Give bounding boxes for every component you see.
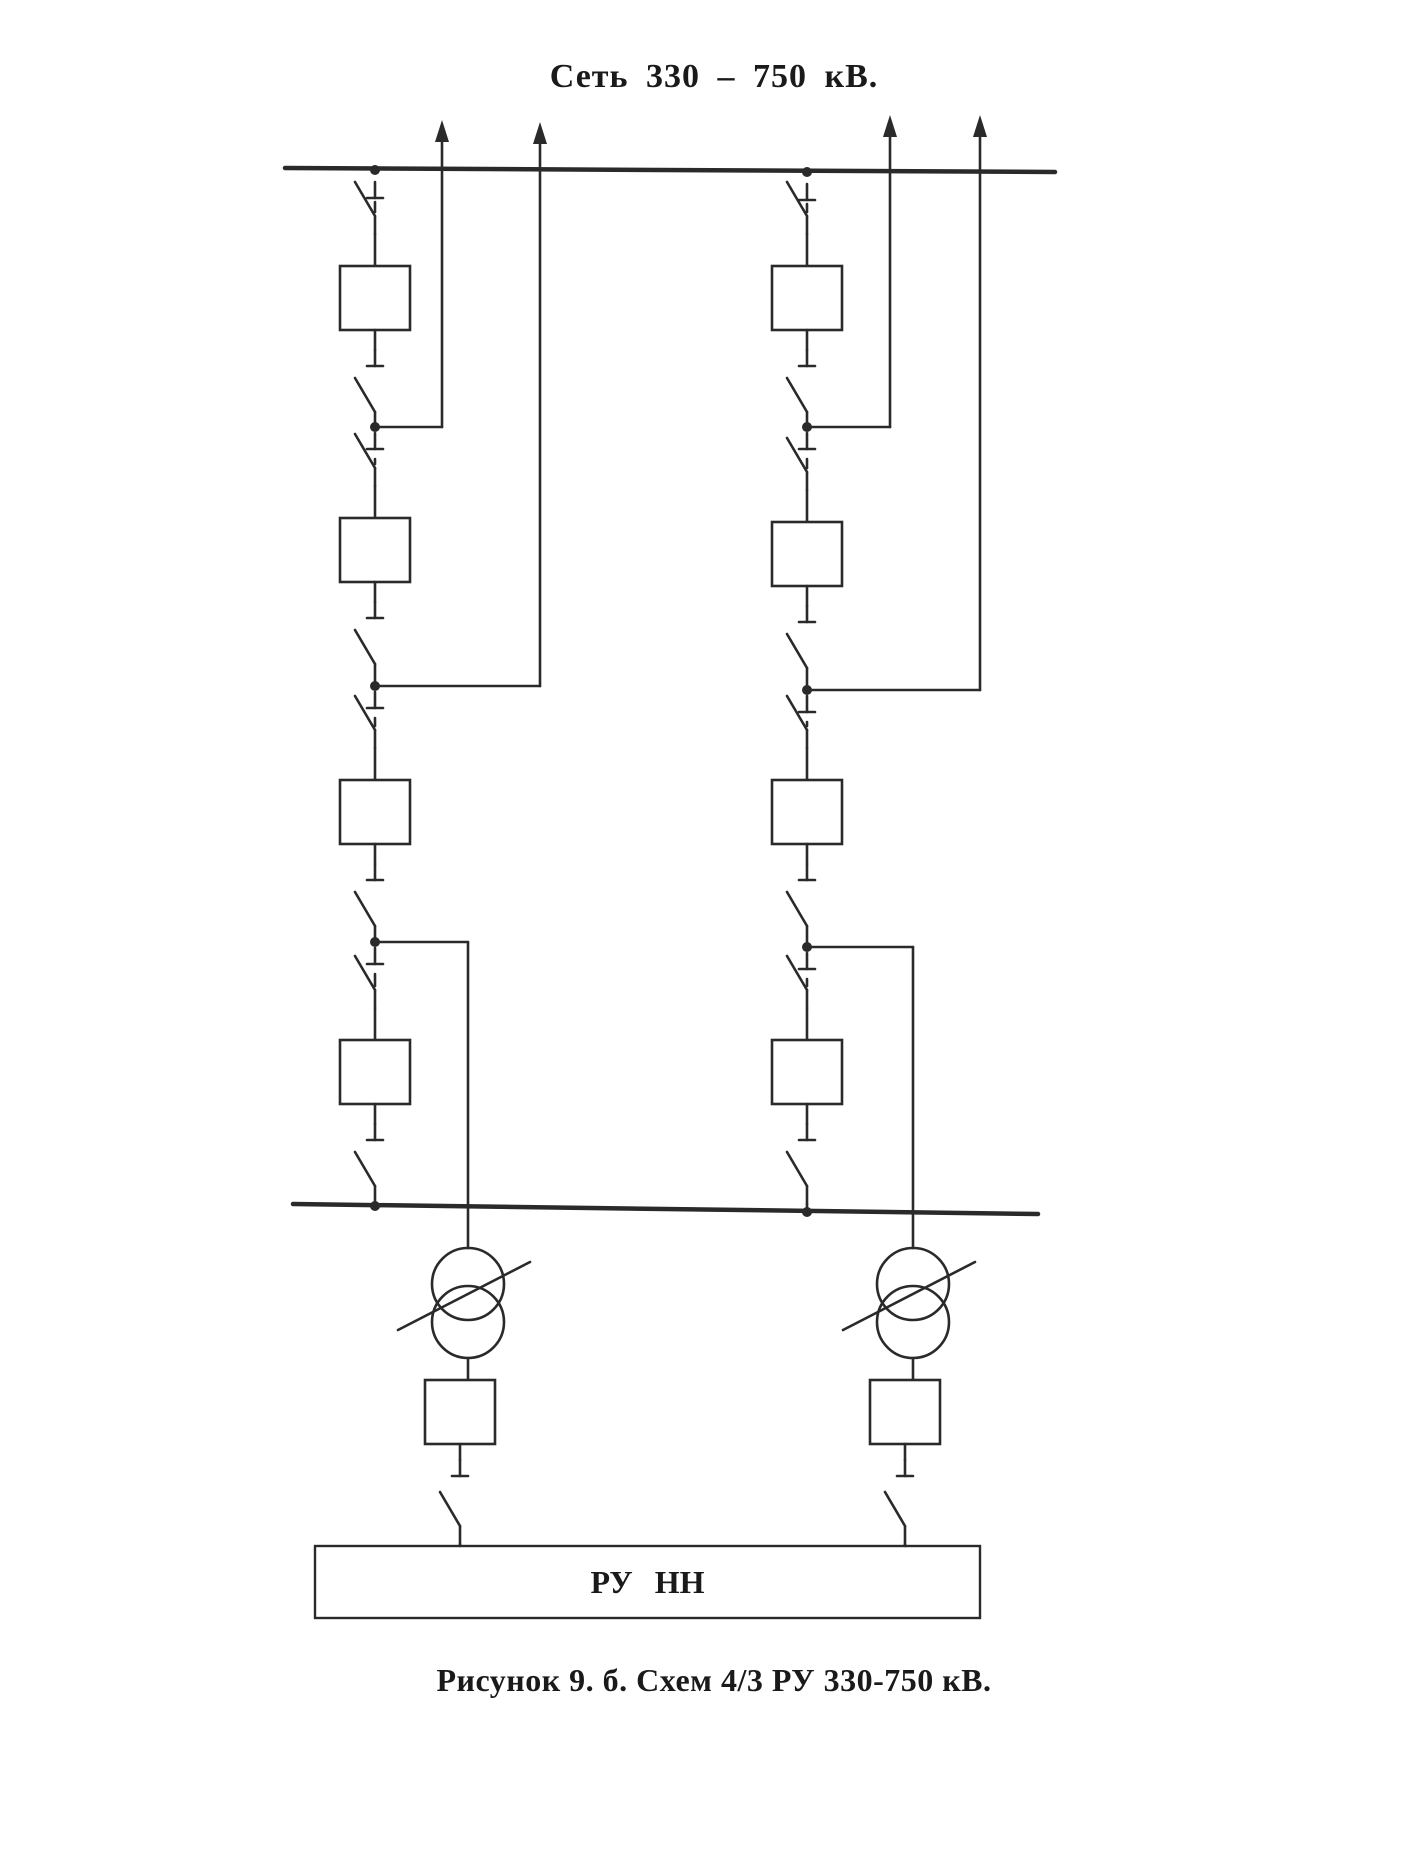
lower-busbar bbox=[290, 1201, 1041, 1217]
left-disconnector-0-lower-blade bbox=[353, 376, 377, 414]
right-tap-changer-slash bbox=[841, 1260, 977, 1332]
left-disconnector-1-upper-blade bbox=[353, 432, 377, 470]
right-disconnector-3-upper-blade bbox=[785, 954, 809, 992]
right-disconnector-1-lower-blade bbox=[785, 632, 809, 670]
right-disconnector-3-lower-blade bbox=[785, 1150, 809, 1188]
left-line-arrow-0 bbox=[435, 120, 449, 142]
right-upper-bus-junction bbox=[802, 167, 812, 177]
left-transformer-winding-hv bbox=[430, 1246, 506, 1322]
generated-elements bbox=[338, 115, 987, 1548]
upper-busbar bbox=[282, 165, 1058, 175]
right-transformer-winding-hv bbox=[875, 1246, 951, 1322]
right-line-arrow-0 bbox=[883, 115, 897, 137]
left-disconnector-3-lower-blade bbox=[353, 1150, 377, 1188]
left-lv-disconnector-blade bbox=[438, 1490, 462, 1528]
network-title: Сеть 330 – 750 кВ. bbox=[549, 58, 879, 95]
right-lower-bus-junction bbox=[802, 1207, 812, 1217]
left-tap-changer-slash bbox=[396, 1260, 532, 1332]
right-lv-breaker bbox=[868, 1378, 942, 1446]
left-disconnector-2-upper-blade bbox=[353, 694, 377, 732]
right-transformer-winding-lv bbox=[875, 1284, 951, 1360]
right-disconnector-2-upper-blade bbox=[785, 694, 809, 732]
left-upper-bus-junction bbox=[370, 165, 380, 175]
left-disconnector-2-lower-blade bbox=[353, 890, 377, 928]
left-line-arrow-1 bbox=[533, 122, 547, 144]
left-lower-bus-junction bbox=[370, 1201, 380, 1211]
right-lv-disconnector-blade bbox=[883, 1490, 907, 1528]
lv-switchgear-label: РУ НН bbox=[590, 1563, 705, 1600]
right-disconnector-2-lower-blade bbox=[785, 890, 809, 928]
right-breaker-0 bbox=[770, 264, 844, 332]
left-disconnector-0-upper-blade bbox=[353, 180, 377, 218]
right-disconnector-0-upper-blade bbox=[785, 180, 809, 218]
left-breaker-1 bbox=[338, 516, 412, 584]
left-breaker-2 bbox=[338, 778, 412, 846]
right-disconnector-0-lower-blade bbox=[785, 376, 809, 414]
left-disconnector-1-lower-blade bbox=[353, 628, 377, 666]
left-breaker-0 bbox=[338, 264, 412, 332]
right-disconnector-1-upper-blade bbox=[785, 436, 809, 474]
left-lv-breaker bbox=[423, 1378, 497, 1446]
lv-switchgear-frame bbox=[313, 1544, 982, 1620]
right-breaker-2 bbox=[770, 778, 844, 846]
right-line-arrow-1 bbox=[973, 115, 987, 137]
left-breaker-3 bbox=[338, 1038, 412, 1106]
left-transformer-winding-lv bbox=[430, 1284, 506, 1360]
figure-caption: Рисунок 9. б. Схем 4/3 РУ 330-750 кВ. bbox=[436, 1662, 992, 1698]
left-disconnector-3-upper-blade bbox=[353, 954, 377, 992]
right-breaker-3 bbox=[770, 1038, 844, 1106]
right-breaker-1 bbox=[770, 520, 844, 588]
